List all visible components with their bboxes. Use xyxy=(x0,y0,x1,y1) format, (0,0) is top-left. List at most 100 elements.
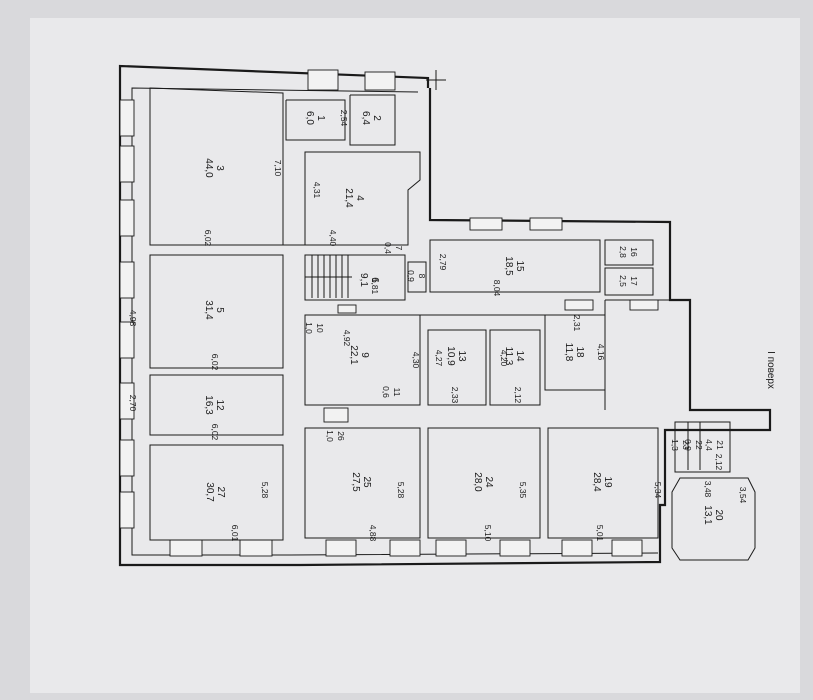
window-bottom-7 xyxy=(561,539,593,557)
window-right-2 xyxy=(629,299,659,311)
dimension-9: 2,79 xyxy=(438,254,448,271)
dimension-7: 6,02 xyxy=(210,354,220,371)
room-20-outline xyxy=(671,477,756,561)
dimension-5: 4,40 xyxy=(328,230,338,247)
room-27-outline xyxy=(149,444,284,541)
dimension-20: 6,02 xyxy=(210,424,220,441)
room-label-8: 80,9 xyxy=(406,270,427,282)
room-label-6: 69,1 xyxy=(358,273,380,287)
window-left-6 xyxy=(119,382,135,420)
dimension-30: 3,54 xyxy=(738,487,748,504)
window-bottom-6 xyxy=(499,539,531,557)
room-label-27: 2730,7 xyxy=(204,482,226,502)
window-bottom-5 xyxy=(435,539,467,557)
dimension-21: 5,28 xyxy=(260,482,270,499)
room-label-3: 344,0 xyxy=(203,158,225,178)
room-label-7: 70,4 xyxy=(383,242,404,254)
window-top-right-1 xyxy=(469,217,503,231)
room-label-20: 2013,1 xyxy=(702,505,724,525)
room-12-outline xyxy=(149,374,284,436)
dimension-19: 2,70 xyxy=(128,395,138,412)
window-left-4 xyxy=(119,261,135,299)
room-8-outline xyxy=(407,261,427,293)
room-16-outline xyxy=(604,239,654,266)
room-9-outline xyxy=(304,314,421,406)
window-bottom-2 xyxy=(239,539,273,557)
room-17-outline xyxy=(604,267,654,296)
room-2-outline xyxy=(349,94,396,146)
dimension-22: 5,28 xyxy=(396,482,406,499)
room-19-outline xyxy=(547,427,659,539)
room-label-23: 231,3 xyxy=(670,439,691,451)
dimension-17: 2,33 xyxy=(450,387,460,404)
room-label-1: 16,0 xyxy=(304,111,326,125)
room-label-9: 922,1 xyxy=(348,345,370,365)
window-bottom-3 xyxy=(325,539,357,557)
room-25-outline xyxy=(304,427,421,539)
room-label-11: 110,6 xyxy=(381,386,402,398)
window-left-7 xyxy=(119,439,135,477)
bay-window-top-2 xyxy=(364,71,396,91)
room-label-4: 421,4 xyxy=(343,188,365,208)
room-13-outline xyxy=(427,329,487,406)
room-label-18: 1811,8 xyxy=(563,343,585,362)
window-left-8 xyxy=(119,491,135,529)
window-left-2 xyxy=(119,145,135,183)
dimension-18: 2,12 xyxy=(513,387,523,404)
dimension-28: 5,01 xyxy=(595,525,605,542)
room-1-outline xyxy=(285,99,346,141)
room-label-12: 1216,3 xyxy=(203,395,225,415)
window-top-right-2 xyxy=(529,217,563,231)
dimension-4: 6,02 xyxy=(203,230,213,247)
window-bottom-8 xyxy=(611,539,643,557)
floor-title: I поверх xyxy=(765,351,776,389)
dimension-25: 6,01 xyxy=(230,525,240,542)
room-label-10: 101,0 xyxy=(304,322,325,334)
dimension-16: 2,31 xyxy=(572,315,582,332)
room-label-21: 214,4 xyxy=(704,439,725,451)
dimension-6: 4,98 xyxy=(128,310,138,327)
bay-window-top-1 xyxy=(307,69,339,91)
room-label-25: 2527,5 xyxy=(350,472,372,492)
room-15-outline xyxy=(429,239,601,293)
window-left-3 xyxy=(119,199,135,237)
room-label-24: 2428,0 xyxy=(472,472,494,492)
dimension-1: 2,54 xyxy=(339,110,349,127)
dimension-15: 4,16 xyxy=(596,344,606,361)
small-door-box xyxy=(337,304,357,314)
dimension-23: 5,35 xyxy=(518,482,528,499)
dimension-31: 2,12 xyxy=(714,454,724,471)
dimension-29: 3,48 xyxy=(703,481,713,498)
room-26-outline xyxy=(323,407,349,423)
staircase xyxy=(305,255,352,298)
outer-wall-main xyxy=(118,64,772,567)
dimension-2: 7,10 xyxy=(273,160,283,177)
window-bottom-1 xyxy=(169,539,203,557)
window-left-5 xyxy=(119,321,135,359)
room-label-26: 261,0 xyxy=(325,430,346,442)
room-label-2: 26,4 xyxy=(360,111,382,125)
dimension-13: 4,27 xyxy=(434,350,444,367)
room-label-13: 1310,9 xyxy=(445,346,467,366)
window-right-1 xyxy=(564,299,594,311)
room-5-outline xyxy=(149,254,284,369)
dimension-27: 5,10 xyxy=(483,525,493,542)
window-bottom-4 xyxy=(389,539,421,557)
dimension-11: 4,92 xyxy=(342,330,352,347)
dimension-3: 4,31 xyxy=(312,182,322,199)
room-label-16: 162,8 xyxy=(618,246,639,258)
dimension-14: 4,20 xyxy=(499,350,509,367)
room-24-outline xyxy=(427,427,541,539)
dimension-24: 5,34 xyxy=(653,482,663,499)
window-left-1 xyxy=(119,99,135,137)
room-label-17: 172,5 xyxy=(618,275,639,287)
room-label-14: 1411,3 xyxy=(503,347,525,366)
room-label-19: 1928,4 xyxy=(591,472,613,492)
room-14-outline xyxy=(489,329,541,406)
room-label-22: 220,9 xyxy=(683,439,704,451)
dimension-10: 8,04 xyxy=(492,280,502,297)
dimension-12: 4,30 xyxy=(411,352,421,369)
